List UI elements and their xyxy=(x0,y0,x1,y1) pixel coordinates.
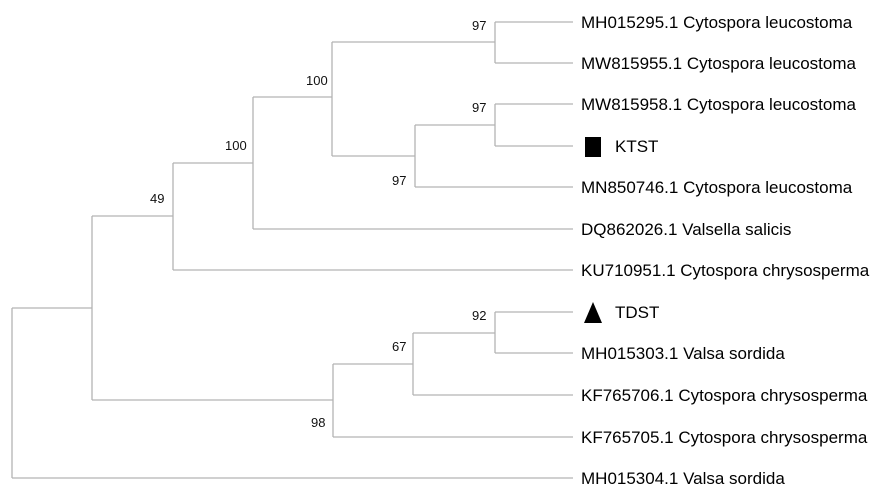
taxon-label: MN850746.1 Cytospora leucostoma xyxy=(581,178,853,197)
support-value: 92 xyxy=(472,308,486,323)
support-value: 98 xyxy=(311,415,325,430)
support-value: 100 xyxy=(306,73,328,88)
taxon-label: MH015304.1 Valsa sordida xyxy=(581,469,785,488)
square-marker-icon xyxy=(585,137,601,157)
support-values: 97 100 97 97 100 49 92 67 98 xyxy=(150,18,486,430)
taxon-label: DQ862026.1 Valsella salicis xyxy=(581,220,791,239)
taxon-label: MH015295.1 Cytospora leucostoma xyxy=(581,13,853,32)
taxon-label: KTST xyxy=(615,137,658,156)
taxon-labels: MH015295.1 Cytospora leucostoma MW815955… xyxy=(581,13,870,488)
taxon-label: KF765705.1 Cytospora chrysosperma xyxy=(581,428,868,447)
support-value: 49 xyxy=(150,191,164,206)
support-value: 97 xyxy=(472,100,486,115)
taxon-label: KU710951.1 Cytospora chrysosperma xyxy=(581,261,870,280)
triangle-marker-icon xyxy=(584,302,602,323)
taxon-label: KF765706.1 Cytospora chrysosperma xyxy=(581,386,868,405)
support-value: 67 xyxy=(392,339,406,354)
support-value: 97 xyxy=(472,18,486,33)
taxon-label: MW815958.1 Cytospora leucostoma xyxy=(581,95,857,114)
tree-branches xyxy=(11,21,573,479)
taxon-label: TDST xyxy=(615,303,659,322)
support-value: 100 xyxy=(225,138,247,153)
support-value: 97 xyxy=(392,173,406,188)
taxon-label: MH015303.1 Valsa sordida xyxy=(581,344,785,363)
taxon-label: MW815955.1 Cytospora leucostoma xyxy=(581,54,857,73)
